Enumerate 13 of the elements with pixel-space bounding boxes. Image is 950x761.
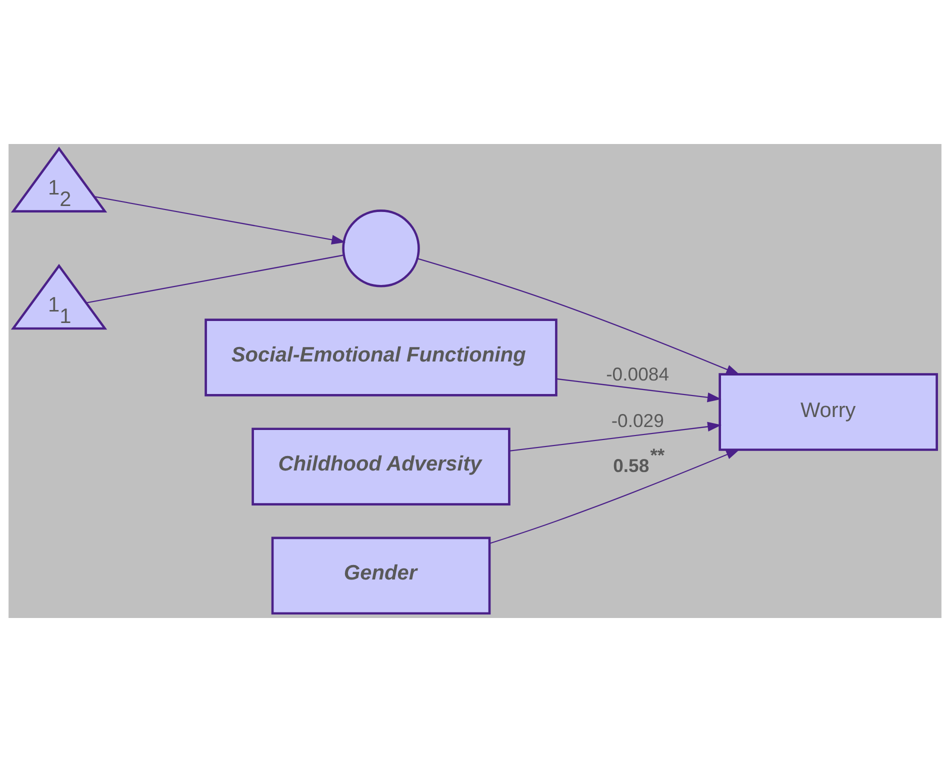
edge-label: -0.029	[611, 409, 664, 430]
node-box: Worry	[718, 372, 938, 450]
node-box: Childhood Adversity	[252, 427, 510, 505]
node-circle	[342, 209, 420, 287]
connector	[86, 254, 344, 303]
node-box: Social-Emotional Functioning	[204, 318, 558, 396]
arrow	[556, 378, 722, 402]
arrow	[94, 196, 346, 244]
arrow	[417, 258, 740, 374]
edge-label: -0.0084	[606, 362, 670, 384]
arrow	[490, 448, 740, 544]
arrow	[509, 421, 722, 452]
node-box: Gender	[271, 536, 491, 614]
